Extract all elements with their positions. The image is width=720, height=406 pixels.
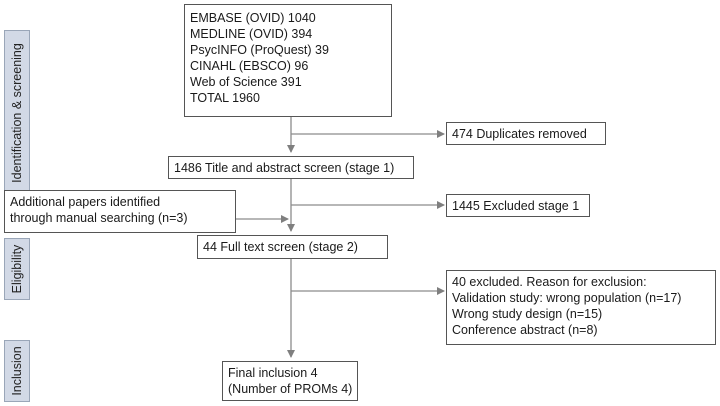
- additional-papers-box: Additional papers identified through man…: [4, 190, 236, 233]
- duplicates-text: 474 Duplicates removed: [452, 127, 587, 141]
- excluded-stage2-box: 40 excluded. Reason for exclusion: Valid…: [446, 270, 716, 345]
- final-inclusion-box: Final inclusion 4 (Number of PROMs 4): [222, 361, 358, 401]
- excluded-stage1-text: 1445 Excluded stage 1: [452, 199, 580, 213]
- full-text-text: 44 Full text screen (stage 2): [203, 240, 358, 254]
- exclusion-reason: Conference abstract (n=8): [452, 323, 598, 337]
- database-line: PsycINFO (ProQuest) 39: [190, 43, 329, 57]
- exclusion-reason: Wrong study design (n=15): [452, 307, 603, 321]
- additional-line: Additional papers identified: [10, 195, 161, 209]
- full-text-box: 44 Full text screen (stage 2): [197, 235, 388, 259]
- title-abstract-box: 1486 Title and abstract screen (stage 1): [168, 156, 414, 179]
- excluded-stage2-heading: 40 excluded. Reason for exclusion:: [452, 275, 647, 289]
- final-inclusion-line: (Number of PROMs 4): [228, 382, 353, 396]
- databases-box: EMBASE (OVID) 1040 MEDLINE (OVID) 394 Ps…: [184, 4, 392, 117]
- duplicates-box: 474 Duplicates removed: [446, 122, 606, 145]
- stage-eligibility: Eligibility: [4, 238, 30, 300]
- additional-line: through manual searching (n=3): [10, 211, 188, 225]
- stage-inclusion: Inclusion: [4, 340, 30, 402]
- stage-identification: Identification & screening: [4, 30, 30, 195]
- database-line: Web of Science 391: [190, 75, 302, 89]
- excluded-stage1-box: 1445 Excluded stage 1: [446, 194, 590, 217]
- database-line: MEDLINE (OVID) 394: [190, 27, 313, 41]
- database-line: EMBASE (OVID) 1040: [190, 11, 316, 25]
- title-abstract-text: 1486 Title and abstract screen (stage 1): [174, 161, 395, 175]
- exclusion-reason: Validation study: wrong population (n=17…: [452, 291, 682, 305]
- database-line: CINAHL (EBSCO) 96: [190, 59, 309, 73]
- final-inclusion-line: Final inclusion 4: [228, 366, 318, 380]
- database-total: TOTAL 1960: [190, 91, 260, 105]
